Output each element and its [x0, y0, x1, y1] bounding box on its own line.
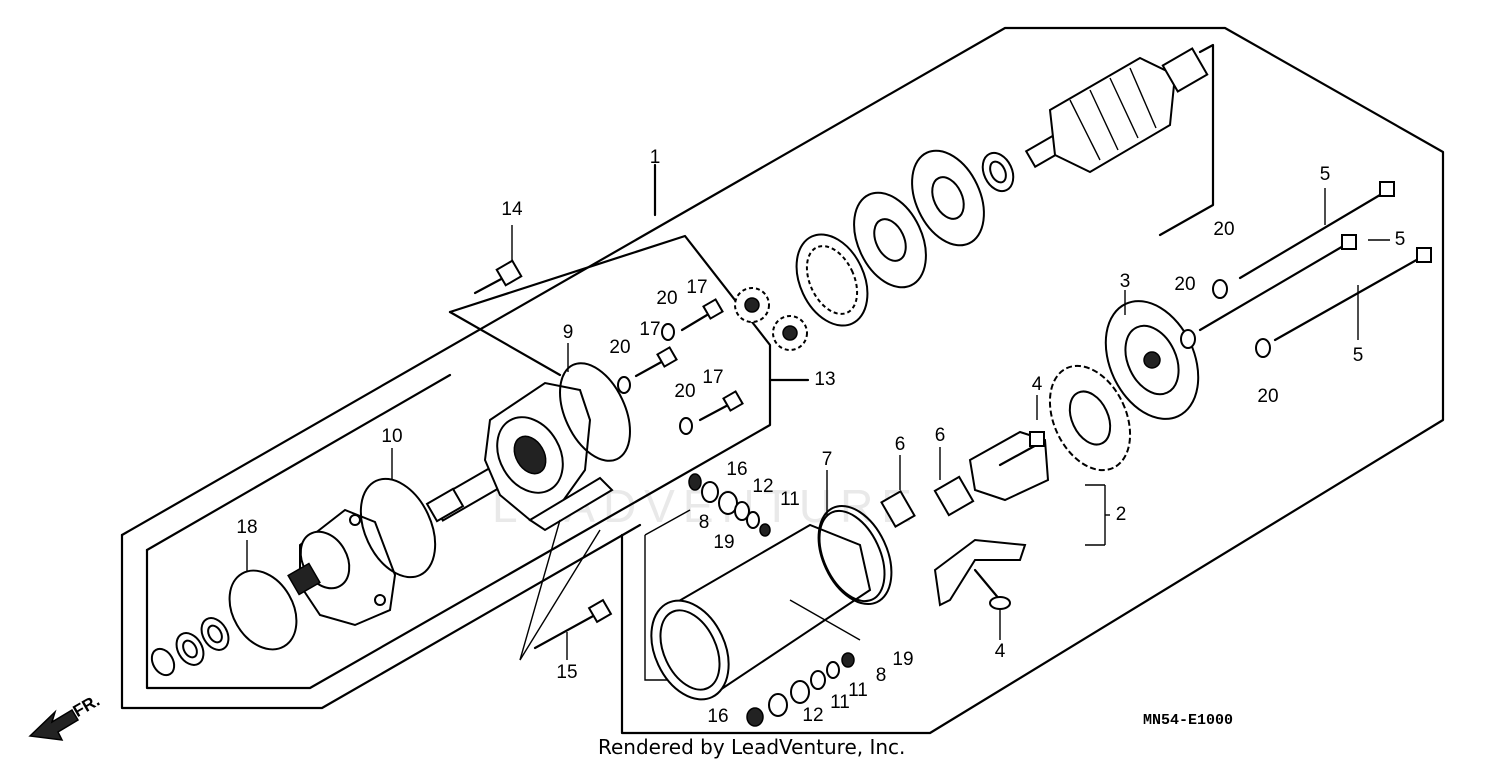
washer-20-c: [679, 417, 693, 435]
yoke-7: [650, 509, 886, 701]
callout-20: 20: [1213, 219, 1234, 240]
callout-16: 16: [707, 706, 728, 727]
bolt-17-b: [634, 346, 678, 378]
o-ring-18: [228, 569, 298, 651]
callout-2: 2: [1116, 504, 1127, 525]
terminal-hardware-upper: [688, 473, 771, 537]
armature: [1024, 47, 1209, 174]
callout-15: 15: [556, 662, 577, 683]
callout-16: 16: [726, 459, 747, 480]
callout-5: 5: [1320, 164, 1331, 185]
bolt-17-a: [680, 298, 724, 332]
front-washer-1: [175, 632, 205, 666]
front-direction-arrow: FR.: [28, 691, 103, 741]
callout-6: 6: [935, 425, 946, 446]
callout-18: 18: [236, 517, 257, 538]
callout-11: 11: [780, 489, 800, 510]
callout-20: 20: [674, 381, 695, 402]
callout-9: 9: [563, 322, 574, 343]
callout-20: 20: [1257, 386, 1278, 407]
washer-20-b: [661, 323, 675, 341]
callout-20: 20: [1174, 274, 1195, 295]
callout-19: 19: [713, 532, 734, 553]
o-ring-9: [559, 362, 631, 462]
o-ring-10: [359, 477, 437, 579]
callout-17: 17: [639, 319, 660, 340]
callout-12: 12: [802, 705, 823, 726]
callout-3: 3: [1120, 271, 1131, 292]
washer-20-a: [617, 376, 631, 394]
callout-8: 8: [876, 665, 887, 686]
front-washer-2: [200, 617, 230, 651]
assembly-frame-outer: [120, 26, 1445, 735]
callout-14: 14: [501, 199, 523, 220]
callout-5: 5: [1353, 345, 1364, 366]
brush-set-2-lower: [933, 538, 1027, 607]
callout-8: 8: [699, 512, 710, 533]
callout-11: 11: [830, 692, 850, 713]
callout-17: 17: [702, 367, 723, 388]
bolt-14: [473, 259, 523, 295]
callout-13: 13: [814, 369, 835, 390]
assembly-frame-inner: [145, 234, 810, 690]
callout-12: 12: [752, 476, 773, 497]
o-ring-yoke: [817, 504, 893, 606]
callout-4: 4: [1032, 374, 1043, 395]
washer-20-f: [1255, 338, 1271, 358]
callout-1: 1: [650, 147, 661, 168]
credit-text: Rendered by LeadVenture, Inc.: [598, 735, 905, 759]
rear-cover-3: [1104, 300, 1200, 420]
callout-7: 7: [822, 449, 833, 470]
terminal-bolt-4-upper: [998, 431, 1045, 467]
diagram-code: MN54-E1000: [1143, 712, 1233, 729]
callout-19: 19: [892, 649, 913, 670]
callout-5: 5: [1395, 229, 1406, 250]
through-bolt-5-c: [1273, 247, 1432, 342]
planet-gear-2: [772, 315, 808, 351]
planet-gear-1: [734, 287, 770, 323]
washer-20-e: [1180, 329, 1196, 349]
front-snap-ring: [150, 647, 176, 677]
thrust-washer-2: [911, 149, 985, 247]
thrust-washer-1: [853, 191, 927, 289]
callout-17: 17: [686, 277, 707, 298]
through-bolt-5-b: [1198, 234, 1357, 332]
brush-holder-6: [880, 475, 975, 528]
through-bolt-5-a: [1238, 181, 1395, 280]
callout-6: 6: [895, 434, 906, 455]
callout-8: 11: [848, 680, 868, 701]
callout-4: 4: [995, 641, 1006, 662]
callout-20: 20: [609, 337, 630, 358]
callout-labels: 1 14 9 20 17 17 20 20 17 13 10 18 16 12 …: [236, 147, 1405, 727]
small-washer: [981, 151, 1015, 193]
callout-10: 10: [381, 426, 402, 447]
terminal-bolt-4-lower: [973, 568, 1011, 610]
internal-gear-ring: [795, 233, 869, 327]
bolt-17-c: [698, 390, 744, 422]
front-cover: [287, 508, 397, 627]
bolt-15: [533, 598, 613, 650]
brush-plate: [1048, 364, 1132, 472]
terminal-hardware-lower: [746, 652, 855, 727]
callout-20: 20: [656, 288, 677, 309]
leader-lines: [246, 188, 1390, 661]
washer-20-d: [1212, 279, 1228, 299]
